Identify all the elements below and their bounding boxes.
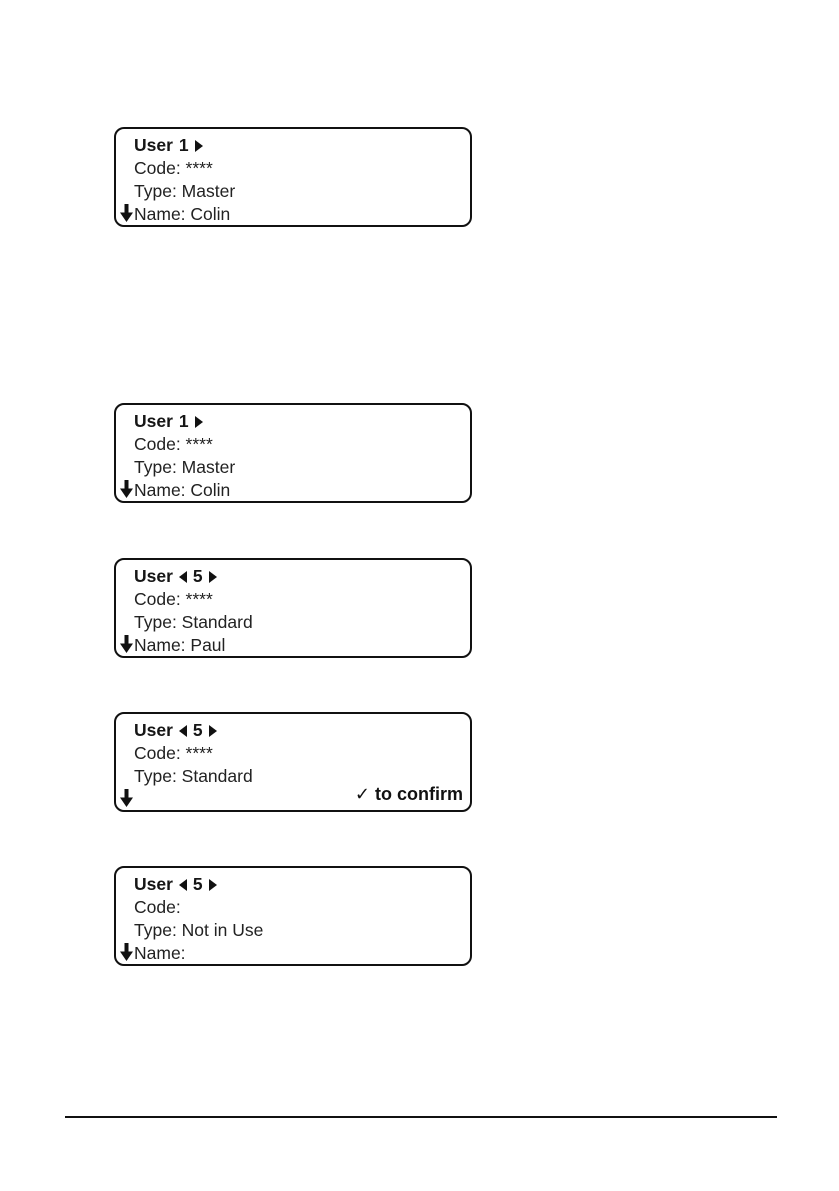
lcd-screen-user-5-not-in-use: User 5 Code: Type: Not in Use Name: [114,866,472,966]
code-line: Code: **** [134,158,213,178]
header-user-number: 5 [192,874,203,894]
screen-header: User 1 [134,410,456,433]
screen-header: User 5 [134,873,456,896]
lcd-screen-user-1: User 1 Code: **** Type: Master Name: Col… [114,127,472,227]
header-label: User [134,720,173,740]
type-line: Type: Master [134,457,236,477]
next-user-icon [208,878,217,891]
type-line: Type: Standard [134,612,253,632]
type-line: Type: Not in Use [134,920,264,940]
footer-divider [65,1116,777,1118]
name-line: Name: Colin [134,480,231,500]
screen-header: User 5 [134,565,456,588]
header-label: User [134,566,173,586]
next-user-icon [208,724,217,737]
scroll-down-arrow-icon [120,943,133,961]
header-label: User [134,874,173,894]
header-label: User [134,135,173,155]
next-user-icon [194,415,203,428]
header-user-number: 1 [178,411,189,431]
prev-user-icon [178,878,187,891]
header-user-number: 5 [192,720,203,740]
lcd-screen-user-5-paul: User 5 Code: **** Type: Standard Name: P… [114,558,472,658]
header-label: User [134,411,173,431]
code-line: Code: **** [134,589,213,609]
scroll-down-arrow-icon [120,204,133,222]
name-line: Name: Paul [134,635,226,655]
lcd-screen-user-1-repeat: User 1 Code: **** Type: Master Name: Col… [114,403,472,503]
scroll-down-arrow-icon [120,480,133,498]
code-line: Code: [134,897,181,917]
name-line: Name: Colin [134,204,231,224]
screen-header: User 5 [134,719,456,742]
header-user-number: 1 [178,135,189,155]
code-line: Code: **** [134,434,213,454]
next-user-icon [194,139,203,152]
scroll-down-arrow-icon [120,789,133,807]
type-line: Type: Standard [134,766,253,786]
lcd-screen-user-5-confirm: User 5 Code: **** Type: Standard ✓ to co… [114,712,472,812]
type-line: Type: Master [134,181,236,201]
next-user-icon [208,570,217,583]
scroll-down-arrow-icon [120,635,133,653]
screen-header: User 1 [134,134,456,157]
code-line: Code: **** [134,743,213,763]
prev-user-icon [178,570,187,583]
name-line: Name: [134,943,186,963]
header-user-number: 5 [192,566,203,586]
confirm-hint: ✓ to confirm [354,784,463,804]
prev-user-icon [178,724,187,737]
